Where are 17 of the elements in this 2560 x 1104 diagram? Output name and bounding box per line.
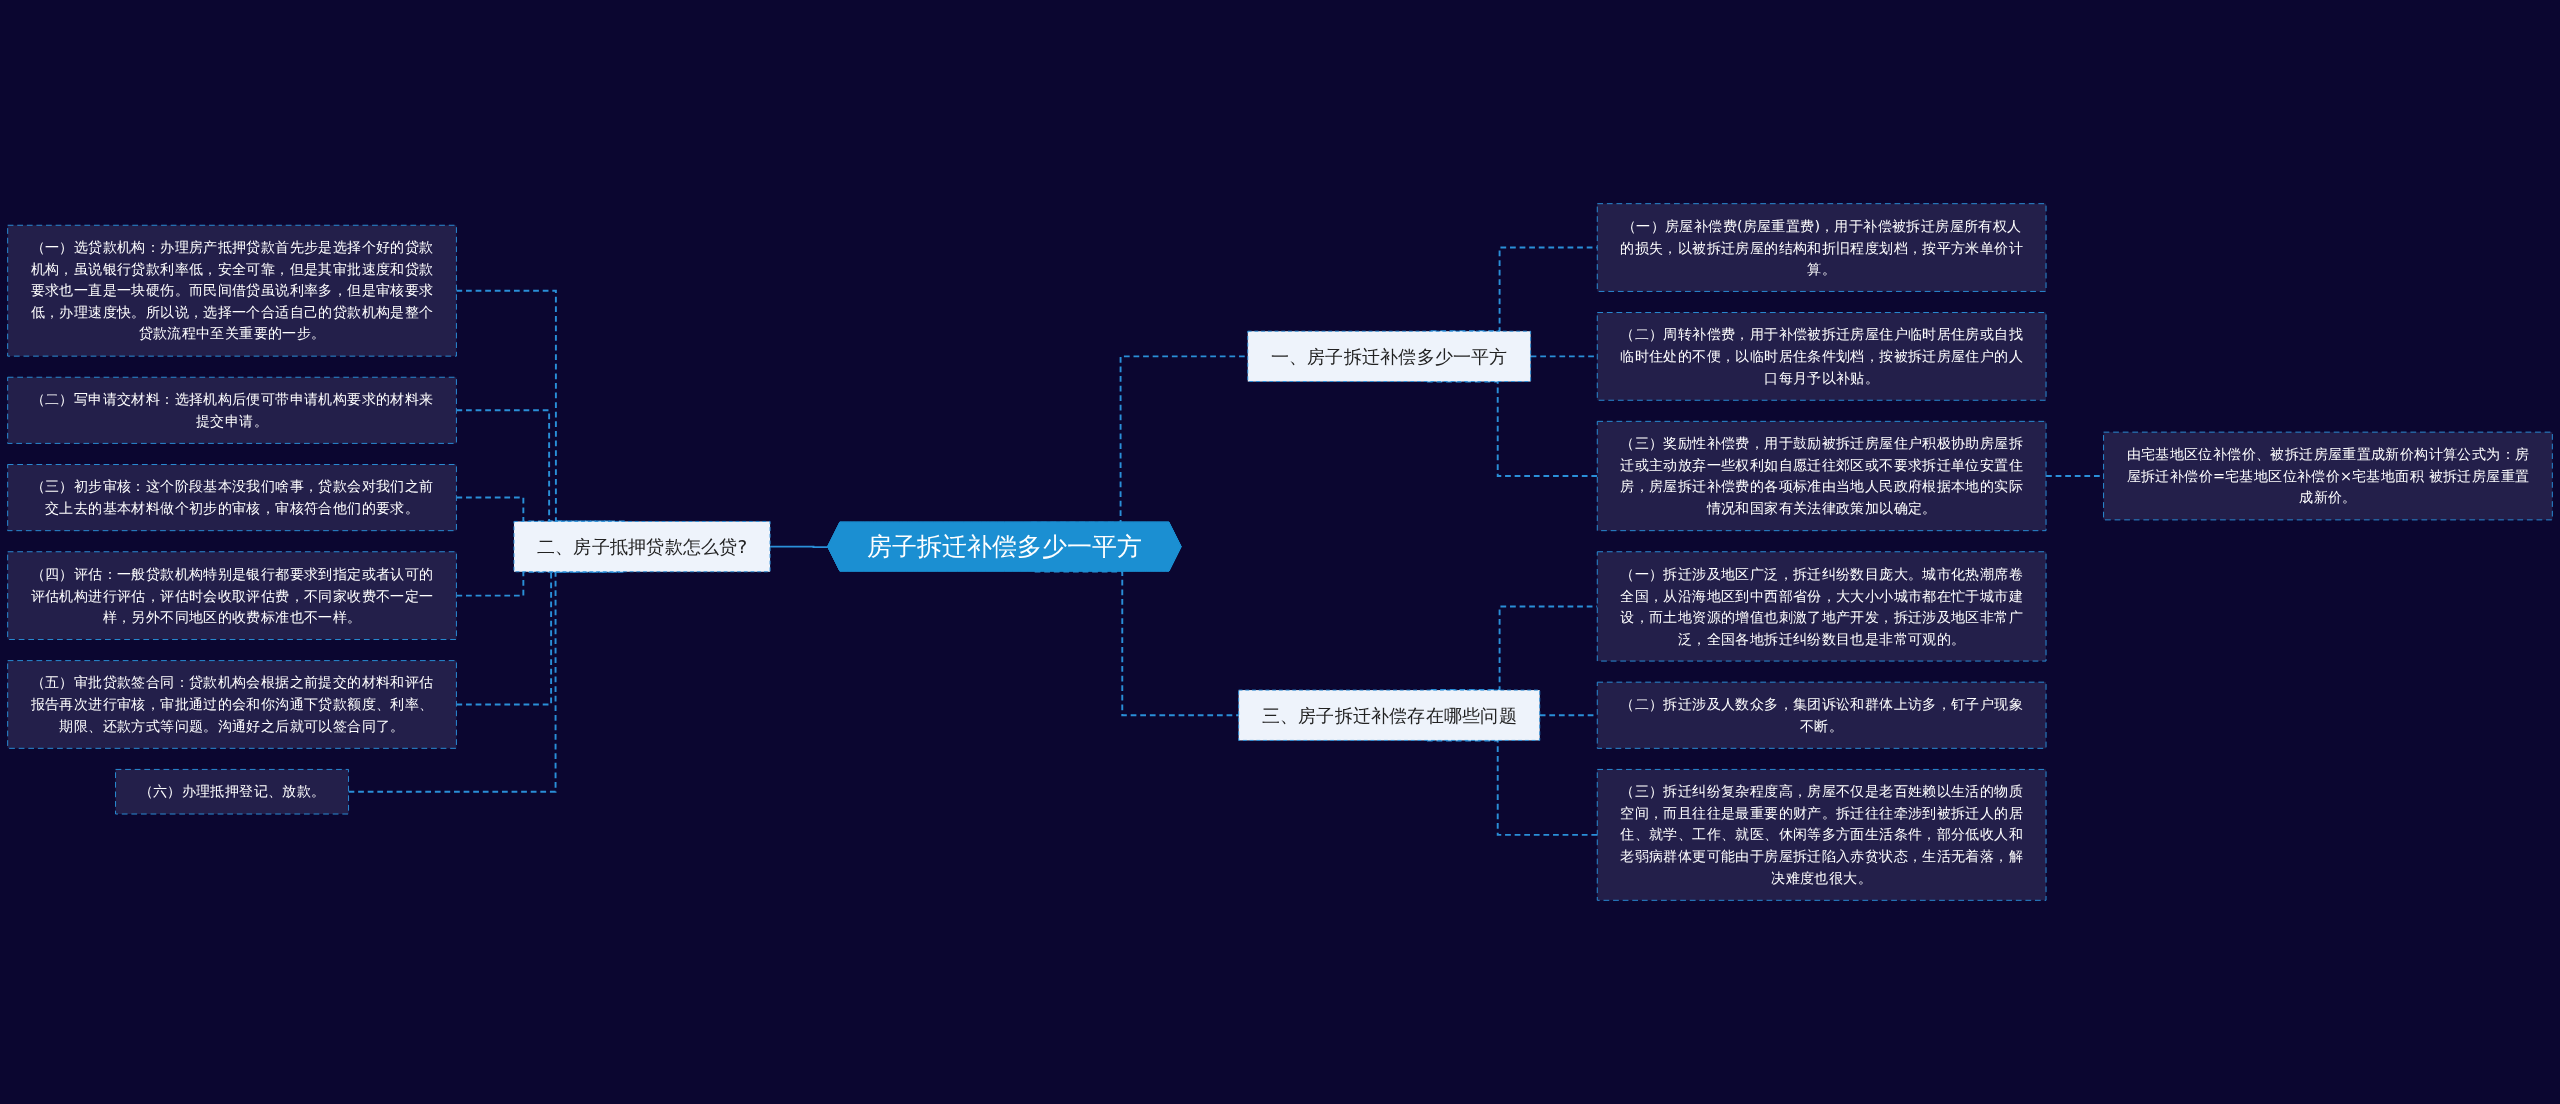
node-box: 一、房子拆迁补偿多少一平方 xyxy=(1247,330,1532,383)
node-box: （六）办理抵押登记、放款。 xyxy=(115,768,350,815)
node-box: （五）审批贷款签合同：贷款机构会根据之前提交的材料和评估报告再次进行审核，审批通过的会和你沟通下贷款额度、利率、期限、还款方式等问题。沟通好之后就可以签合同了。 xyxy=(7,660,457,749)
node-box: （二）周转补偿费，用于补偿被拆迁房屋住户临时居住房或自找临时住处的不便，以临时居住条件划档，按被拆迁房屋住户的人口每月予以补贴。 xyxy=(1596,312,2047,401)
node-box: （三）奖励性补偿费，用于鼓励被拆迁房屋住户积极协助房屋拆迁或主动放弃一些权利如自愿迁往郊区或不要求拆迁单位安置住房，房屋拆迁补偿费的各项标准由当地人民政府根据本地的实际情况和国家有关法律政策加以确定。 xyxy=(1596,420,2047,532)
node-box: 三、房子拆迁补偿存在哪些问题 xyxy=(1238,689,1541,741)
node-box: （三）拆迁纠纷复杂程度高，房屋不仅是老百姓赖以生活的物质空间，而且往往是最重要的财产。拆迁往往牵涉到被拆迁人的居住、就学、工作、就医、休闲等多方面生活条件，部分低收人和老弱病群体更可能由于房屋拆迁陷入赤贫状态，生活无着落，解决难度也很大。 xyxy=(1596,768,2047,901)
node-box: （一）选贷款机构：办理房产抵押贷款首先步是选择个好的贷款机构，虽说银行贷款利率低，安全可靠，但是其审批速度和贷款要求也一直是一块硬伤。而民间借贷虽说利率多，但是审核要求低，办理速度快。所以说，选择一个合适自己的贷款机构是整个贷款流程中至关重要的一步。 xyxy=(7,224,457,357)
node-box: （一）拆迁涉及地区广泛，拆迁纠纷数目庞大。城市化热潮席卷全国，从沿海地区到中西部省份，大大小小城市都在忙于城市建设，而土地资源的增值也刺激了地产开发，拆迁涉及地区非常广泛，全国各地拆迁纠纷数目也是非常可观的。 xyxy=(1596,551,2047,662)
node-box: （四）评估：一般贷款机构特别是银行都要求到指定或者认可的评估机构进行评估，评估时会收取评估费，不同家收费不一定一样，另外不同地区的收费标准也不一样。 xyxy=(7,551,457,640)
node-box: 由宅基地区位补偿价、被拆迁房屋重置成新价构计算公式为：房屋拆迁补偿价=宅基地区位补偿价×宅基地面积 被拆迁房屋重置成新价。 xyxy=(2103,431,2553,521)
node-box: （三）初步审核：这个阶段基本没我们啥事，贷款会对我们之前交上去的基本材料做个初步的审核，审核符合他们的要求。 xyxy=(7,464,457,532)
node-box: （二）拆迁涉及人数众多，集团诉讼和群体上访多，钉子户现象不断。 xyxy=(1596,681,2047,749)
node-box: （二）写申请交材料：选择机构后便可带申请机构要求的材料来提交申请。 xyxy=(7,376,457,444)
connector xyxy=(769,545,830,549)
node-box: 二、房子抵押贷款怎么贷? xyxy=(513,520,771,573)
node-box: （一）房屋补偿费(房屋重置费)，用于补偿被拆迁房屋所有权人的损失，以被拆迁房屋的结构和折旧程度划档，按平方米单价计算。 xyxy=(1596,203,2047,292)
